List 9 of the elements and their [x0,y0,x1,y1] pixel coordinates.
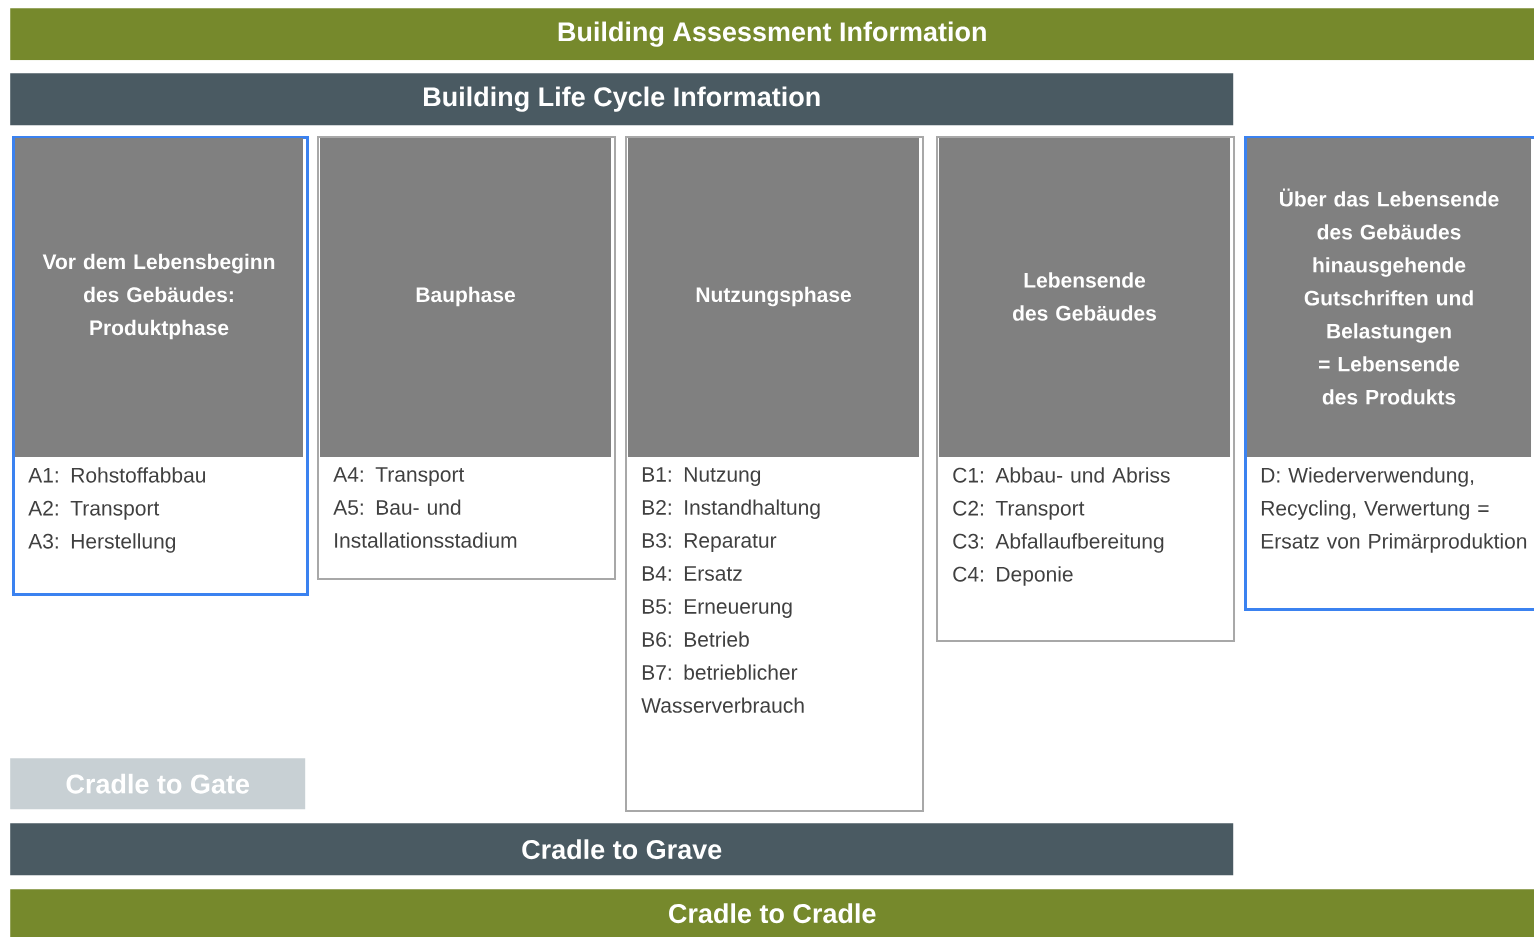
phase-column: Über das Lebensende des Gebäudes hinausgehende Gutschriften und Belastungen = Lebensende des Produkts D: Wiederverwendung, Recycling, Verwertung = Ersatz von Primärproduktion [1244,136,1534,611]
phase-column: Vor dem Lebensbeginn des Gebäudes: Produktphase A1: Rohstoffabbau A2: Transport A3: Herstellung [12,136,309,596]
phase-column: Lebensende des Gebäudes C1: Abbau- und Abriss C2: Transport C3: Abfallaufbereitung C4: Deponie [936,136,1235,642]
phase-column: Bauphase A4: Transport A5: Bau- und Installationsstadium [317,136,616,580]
phase-column: Nutzungsphase B1: Nutzung B2: Instandhaltung B3: Reparatur B4: Ersatz B5: Erneuerung B6: Betrieb B7: betrieblicher Wasserverbrauch [625,136,924,812]
band: Cradle to Cradle [10,889,1534,937]
band: Building Life Cycle Information [10,73,1234,126]
band: Building Assessment Information [10,8,1534,61]
band: Cradle to Grave [10,823,1234,876]
